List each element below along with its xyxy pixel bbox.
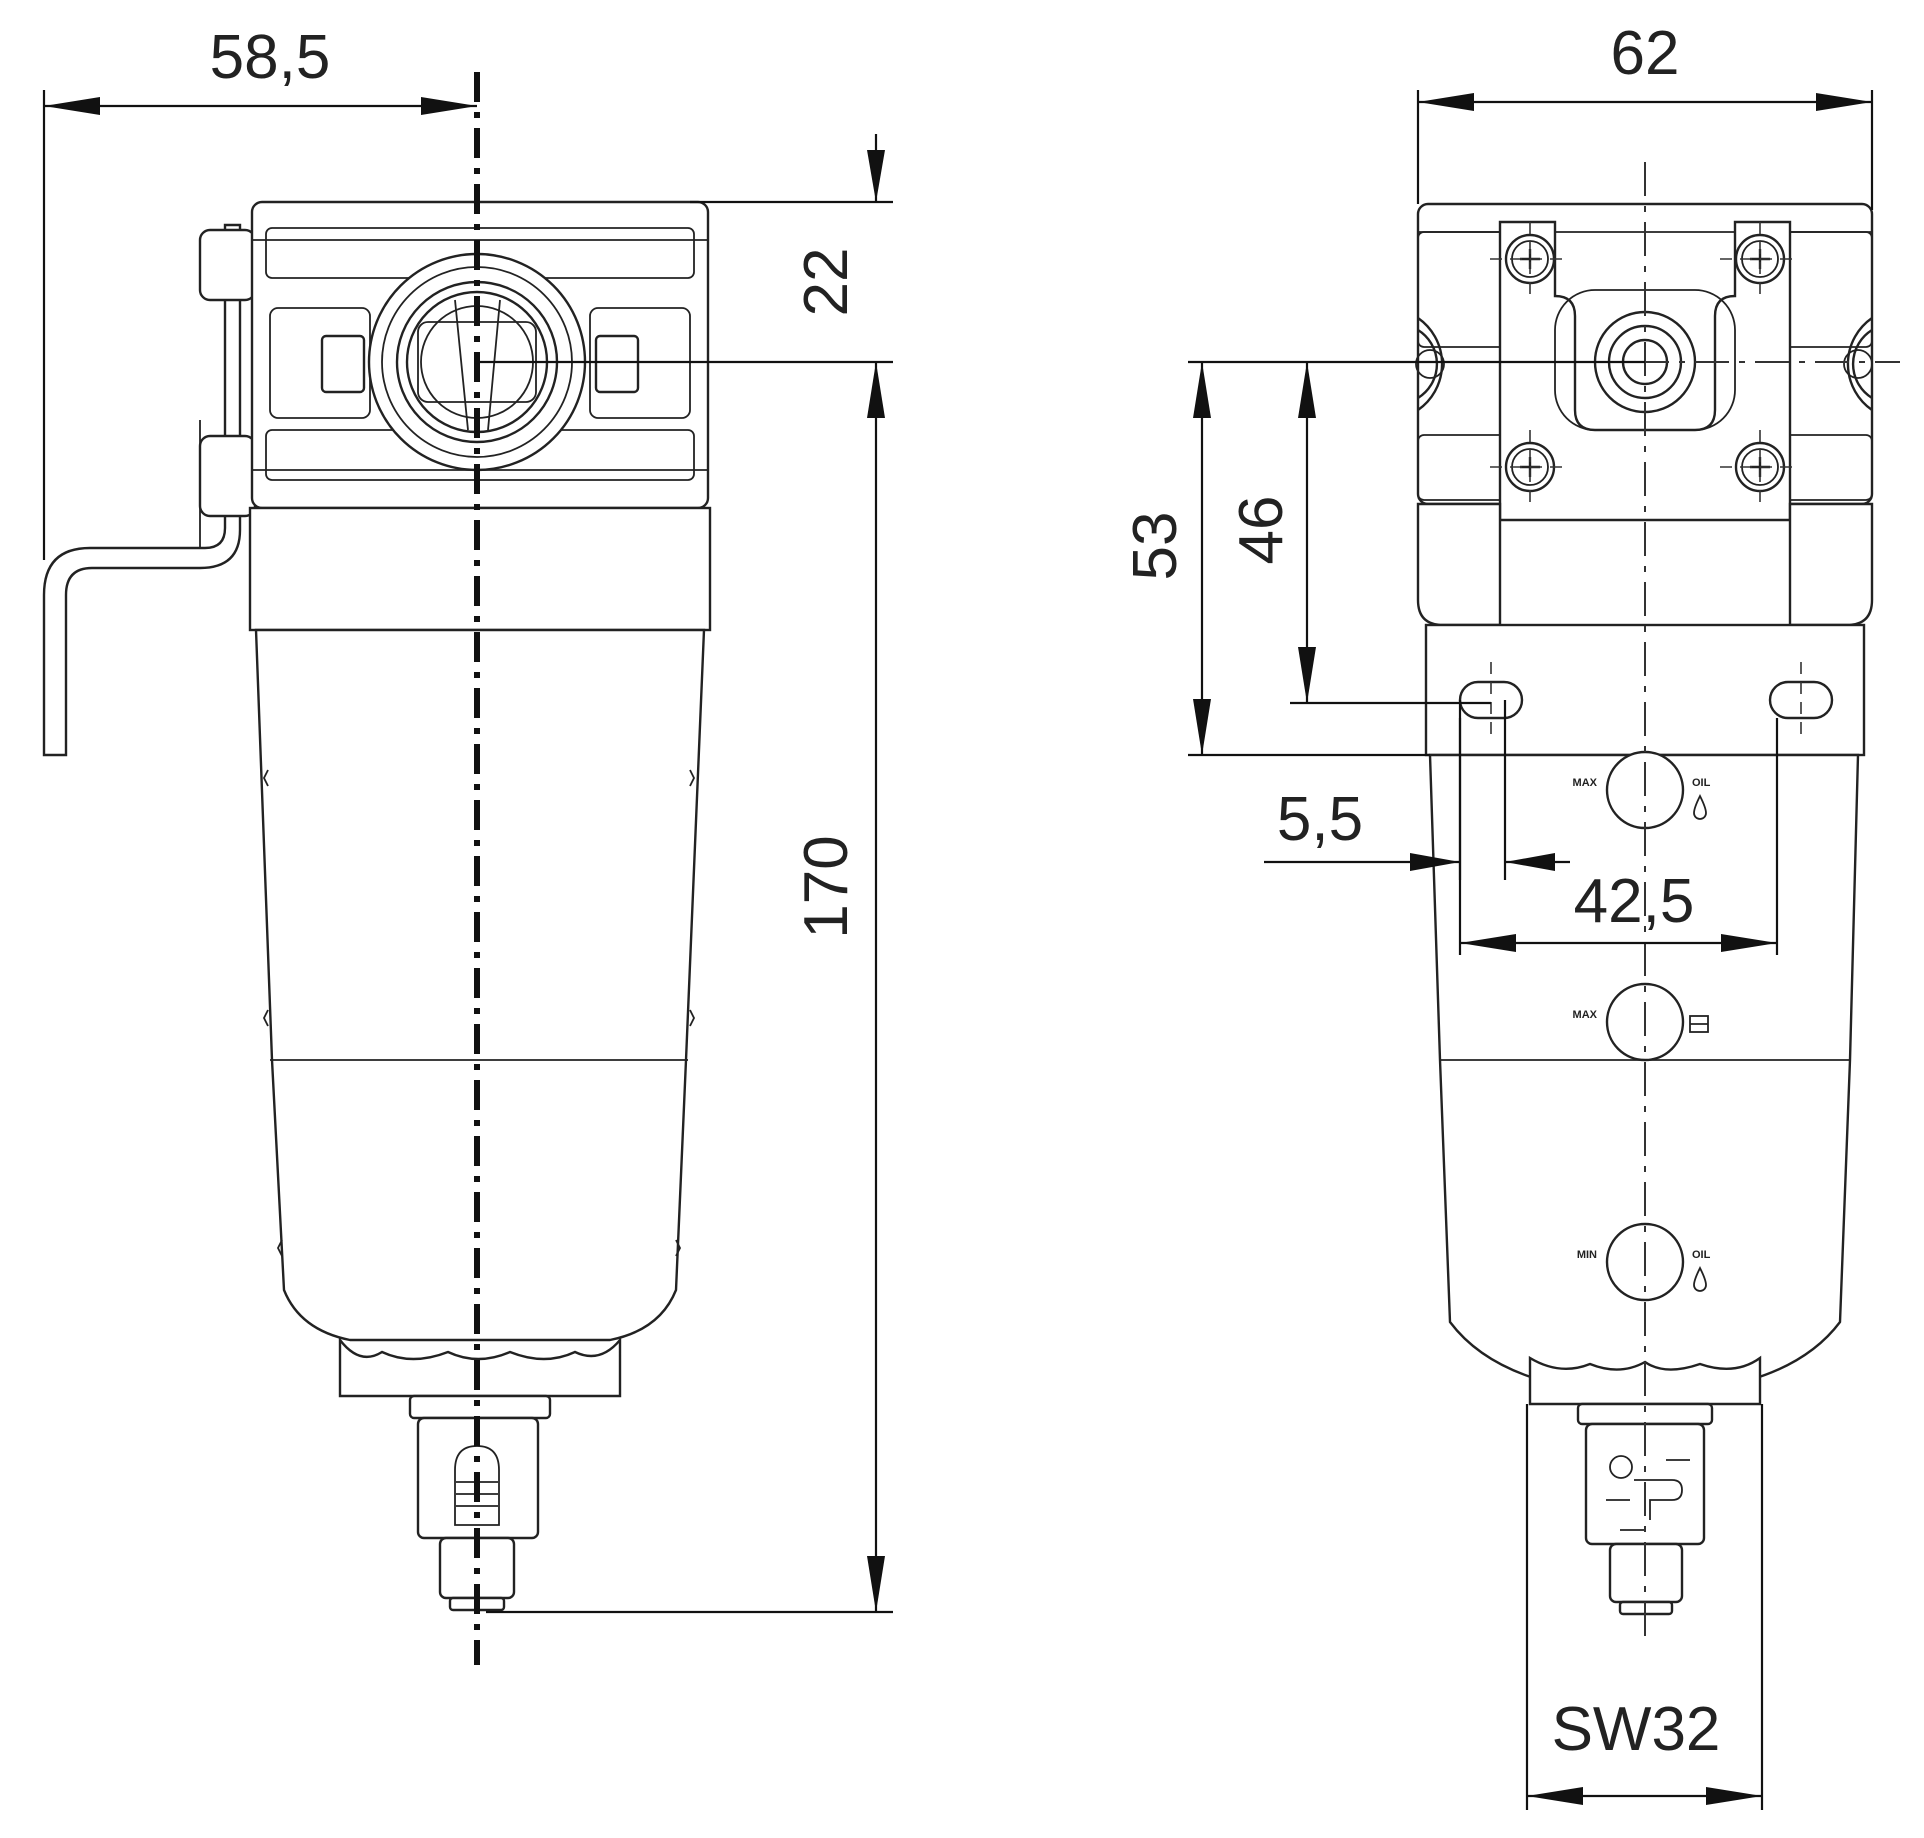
svg-text:MAX: MAX [1573, 1009, 1598, 1021]
svg-text:53: 53 [1121, 512, 1190, 581]
svg-text:OIL: OIL [1692, 1249, 1711, 1261]
svg-text:SW32: SW32 [1552, 1695, 1721, 1764]
svg-text:170: 170 [792, 835, 861, 938]
dimension-width-to-axis: 58,5 [42, 23, 477, 560]
svg-text:MAX: MAX [1573, 777, 1598, 789]
screw-bottom-left [1490, 430, 1570, 510]
dimension-wrench-size: SW32 [1525, 1404, 1764, 1810]
svg-text:22: 22 [792, 248, 861, 317]
dimension-slot-spacing: 42,5 [1458, 718, 1779, 955]
screw-bottom-right [1720, 430, 1800, 510]
dimension-slot-width: 5,5 [1264, 700, 1570, 880]
dimension-width: 62 [1416, 19, 1874, 210]
dimension-port-to-slot-lower: 53 [1121, 360, 1645, 757]
dimension-top-to-port: 22 [477, 134, 893, 364]
mounting-bracket [42, 223, 242, 757]
dimension-port-to-slot-center: 46 [1227, 362, 1491, 705]
svg-text:5,5: 5,5 [1277, 785, 1363, 854]
svg-text:58,5: 58,5 [210, 23, 331, 92]
side-view [42, 200, 712, 1612]
svg-text:46: 46 [1227, 496, 1296, 565]
svg-text:MIN: MIN [1577, 1249, 1597, 1261]
screw-top-left [1490, 222, 1570, 300]
svg-text:OIL: OIL [1692, 777, 1711, 789]
svg-text:42,5: 42,5 [1574, 867, 1695, 936]
screw-top-right [1720, 222, 1800, 300]
svg-text:62: 62 [1611, 19, 1680, 88]
dimension-total-height: 170 [486, 362, 893, 1614]
